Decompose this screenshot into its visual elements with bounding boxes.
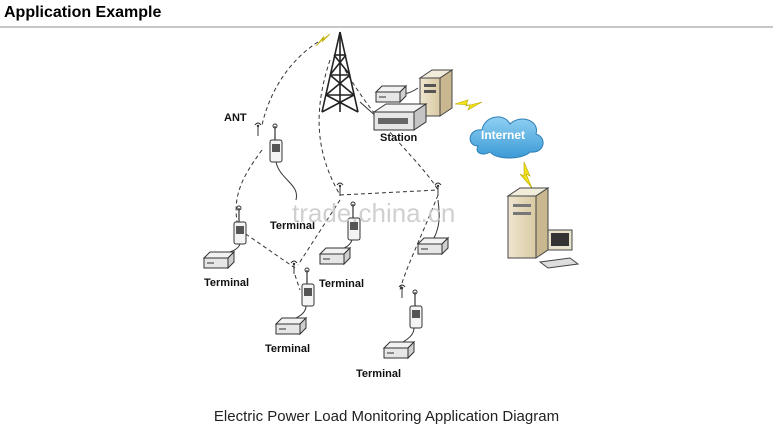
lightning-icon xyxy=(519,161,533,189)
terminal-box xyxy=(417,237,449,255)
terminal-label: Terminal xyxy=(319,278,364,290)
internet-cloud xyxy=(469,116,544,159)
radio-unit xyxy=(269,123,283,163)
station-label: Station xyxy=(380,132,418,144)
radio-links xyxy=(235,41,439,291)
terminal-label: Terminal xyxy=(204,277,249,289)
watermark: trade.china.cn xyxy=(292,198,455,228)
antenna-icon xyxy=(336,182,344,197)
terminal-label: Terminal xyxy=(265,343,310,355)
radio-unit xyxy=(233,205,247,245)
lightning-icon xyxy=(315,33,331,47)
antenna-icon xyxy=(398,284,406,299)
computer-workstation xyxy=(506,187,580,269)
terminal-box xyxy=(383,341,415,359)
ant-label: ANT xyxy=(224,112,247,124)
station-modem xyxy=(375,85,407,103)
radio-unit xyxy=(301,267,315,307)
terminal-label: Terminal xyxy=(356,368,401,380)
page-title: Application Example xyxy=(4,4,162,21)
radio-unit xyxy=(409,289,423,329)
antenna-icon xyxy=(254,122,262,137)
title-divider xyxy=(0,26,773,28)
internet-label: Internet xyxy=(481,128,525,142)
station-main-unit xyxy=(372,103,428,131)
antenna-icon xyxy=(434,182,442,197)
diagram-caption: Electric Power Load Monitoring Applicati… xyxy=(213,408,560,425)
antenna-icon xyxy=(290,260,298,275)
terminal-box xyxy=(275,317,307,335)
terminal-label: Terminal xyxy=(270,220,315,232)
lightning-icon xyxy=(454,99,483,111)
terminal-box xyxy=(319,247,351,265)
station-server xyxy=(418,69,454,117)
terminal-box xyxy=(203,251,235,269)
transmission-tower xyxy=(321,31,359,113)
